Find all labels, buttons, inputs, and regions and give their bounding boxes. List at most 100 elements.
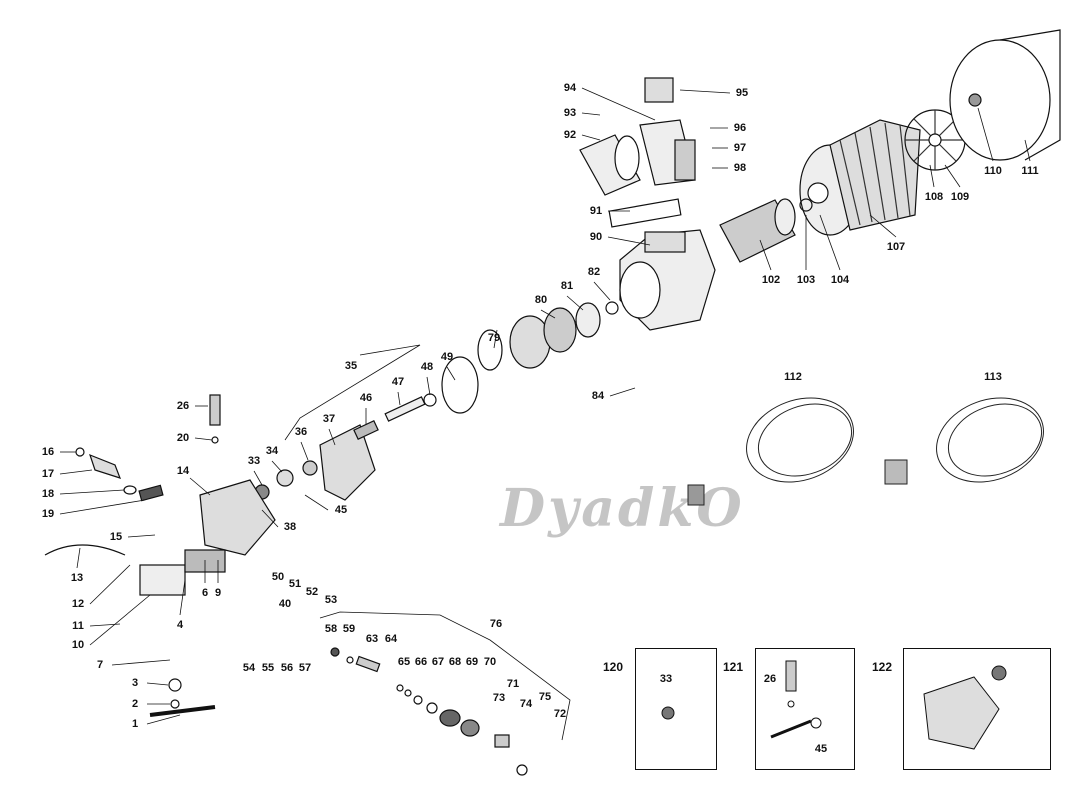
callout-18: 18 bbox=[41, 488, 55, 500]
callout-104: 104 bbox=[830, 274, 850, 286]
callout-33: 33 bbox=[247, 455, 261, 467]
callout-97: 97 bbox=[733, 142, 747, 154]
retainer-34 bbox=[276, 469, 294, 487]
rotor bbox=[719, 198, 796, 263]
callout-49: 49 bbox=[440, 351, 454, 363]
bearing-80 bbox=[543, 307, 577, 353]
callout-40: 40 bbox=[278, 598, 292, 610]
gasket-91 bbox=[608, 198, 682, 228]
cylinder-head bbox=[319, 424, 376, 501]
callout-13: 13 bbox=[70, 572, 84, 584]
callout-54: 54 bbox=[242, 662, 256, 674]
valve-parts-icon bbox=[770, 660, 822, 739]
cable-13 bbox=[44, 544, 126, 556]
callout-81: 81 bbox=[560, 280, 574, 292]
callout-17: 17 bbox=[41, 468, 55, 480]
callout-94: 94 bbox=[563, 82, 577, 94]
inset-120: 33 bbox=[635, 648, 717, 770]
callout-71: 71 bbox=[506, 678, 520, 690]
inset-122-title: 122 bbox=[872, 660, 893, 674]
valve-parts-76 bbox=[330, 647, 528, 776]
callout-110: 110 bbox=[984, 165, 1002, 177]
callout-80: 80 bbox=[534, 294, 548, 306]
callout-38: 38 bbox=[283, 521, 297, 533]
callout-48: 48 bbox=[420, 361, 434, 373]
callout-57: 57 bbox=[298, 662, 312, 674]
callout-46: 46 bbox=[359, 392, 373, 404]
callout-74: 74 bbox=[519, 698, 533, 710]
callout-92: 92 bbox=[563, 129, 577, 141]
callout-6: 6 bbox=[201, 587, 209, 599]
seal-36 bbox=[302, 460, 318, 476]
callout-113: 113 bbox=[984, 371, 1002, 383]
manifold-assembly-icon bbox=[923, 665, 1007, 750]
callout-7: 7 bbox=[96, 659, 104, 671]
callout-72: 72 bbox=[553, 708, 567, 720]
callout-112: 112 bbox=[784, 371, 802, 383]
callout-108: 108 bbox=[924, 191, 944, 203]
capacitor bbox=[579, 134, 641, 196]
callout-3: 3 bbox=[131, 677, 139, 689]
callout-90: 90 bbox=[589, 231, 603, 243]
callout-10: 10 bbox=[71, 639, 85, 651]
callout-75: 75 bbox=[538, 691, 552, 703]
callout-4: 4 bbox=[176, 619, 184, 631]
inset-122 bbox=[903, 648, 1051, 770]
callout-50: 50 bbox=[271, 571, 285, 583]
callout-66: 66 bbox=[414, 656, 428, 668]
callout-11: 11 bbox=[72, 620, 84, 632]
callout-45: 45 bbox=[334, 504, 348, 516]
callout-93: 93 bbox=[563, 107, 577, 119]
callout-19: 19 bbox=[41, 508, 55, 520]
callout-67: 67 bbox=[431, 656, 445, 668]
manifold bbox=[199, 479, 276, 556]
callout-107: 107 bbox=[886, 241, 906, 253]
callout-84: 84 bbox=[591, 390, 605, 402]
seal-icon bbox=[661, 706, 675, 720]
inlet-17 bbox=[89, 453, 122, 479]
washer-103 bbox=[799, 198, 813, 212]
cover-10 bbox=[139, 564, 186, 596]
inset-121-part-b-label: 45 bbox=[814, 743, 828, 755]
callout-70: 70 bbox=[483, 656, 497, 668]
fan-cover bbox=[949, 29, 1061, 161]
callout-95: 95 bbox=[735, 87, 749, 99]
cable-113 bbox=[884, 397, 1044, 485]
callout-63: 63 bbox=[365, 633, 379, 645]
callout-15: 15 bbox=[109, 531, 123, 543]
callout-35: 35 bbox=[344, 360, 358, 372]
callout-102: 102 bbox=[761, 274, 781, 286]
callout-55: 55 bbox=[261, 662, 275, 674]
callout-53: 53 bbox=[324, 594, 338, 606]
callout-56: 56 bbox=[280, 662, 294, 674]
callout-111: 111 bbox=[1021, 165, 1039, 177]
bolt-1 bbox=[149, 705, 216, 717]
ring-79 bbox=[477, 329, 503, 371]
callout-47: 47 bbox=[391, 376, 405, 388]
bearing-81 bbox=[575, 302, 601, 338]
callout-109: 109 bbox=[950, 191, 970, 203]
callout-51: 51 bbox=[288, 578, 302, 590]
cap-3 bbox=[168, 678, 182, 692]
callout-96: 96 bbox=[733, 122, 747, 134]
callout-14: 14 bbox=[176, 465, 190, 477]
callout-64: 64 bbox=[384, 633, 398, 645]
callout-52: 52 bbox=[305, 586, 319, 598]
motor-housing bbox=[799, 119, 921, 236]
oring-49 bbox=[441, 356, 479, 414]
leader-lines bbox=[59, 87, 1031, 741]
adapter-19 bbox=[138, 484, 164, 502]
callout-37: 37 bbox=[322, 413, 336, 425]
washer-2 bbox=[170, 699, 180, 709]
callout-2: 2 bbox=[131, 698, 139, 710]
callout-36: 36 bbox=[294, 426, 308, 438]
callout-69: 69 bbox=[465, 656, 479, 668]
unloader-26 bbox=[209, 394, 221, 426]
inset-120-part-label: 33 bbox=[659, 673, 673, 685]
inset-121-part-a-label: 26 bbox=[763, 673, 777, 685]
callout-91: 91 bbox=[589, 205, 603, 217]
fan bbox=[904, 109, 966, 171]
callout-103: 103 bbox=[796, 274, 816, 286]
callout-76: 76 bbox=[489, 618, 503, 630]
callout-82: 82 bbox=[587, 266, 601, 278]
